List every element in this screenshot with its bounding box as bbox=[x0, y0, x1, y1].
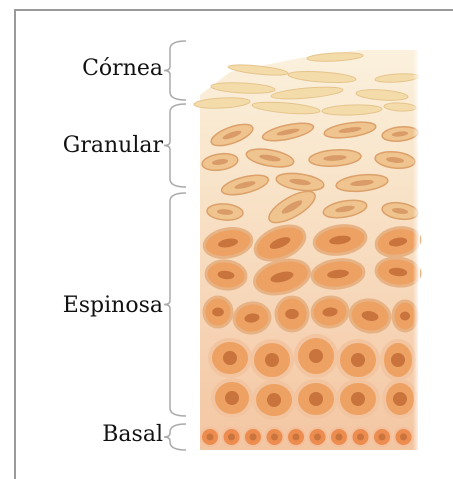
basal-nucleus bbox=[250, 434, 257, 441]
bracket-granular bbox=[164, 104, 186, 187]
right-fade bbox=[380, 40, 420, 460]
espinosa-round-nucleus bbox=[223, 351, 237, 365]
label-granular: Granular bbox=[63, 133, 163, 158]
label-espinosa: Espinosa bbox=[63, 293, 163, 318]
basal-nucleus bbox=[271, 434, 278, 441]
espinosa-round-nucleus bbox=[351, 392, 365, 406]
espinosa-nucleus bbox=[212, 308, 224, 317]
basal-nucleus bbox=[357, 434, 364, 441]
basal-nucleus bbox=[207, 434, 214, 441]
label-basal: Basal bbox=[102, 422, 163, 447]
espinosa-round-nucleus bbox=[225, 391, 239, 405]
bracket-cornea bbox=[164, 41, 186, 100]
espinosa-nucleus bbox=[285, 309, 298, 319]
espinosa-round-nucleus bbox=[267, 393, 281, 407]
basal-nucleus bbox=[293, 434, 300, 441]
espinosa-round-nucleus bbox=[351, 353, 365, 367]
espinosa-round-nucleus bbox=[309, 349, 323, 363]
bracket-basal bbox=[164, 424, 186, 450]
basal-nucleus bbox=[314, 434, 321, 441]
basal-nucleus bbox=[336, 434, 343, 441]
espinosa-round-nucleus bbox=[309, 392, 323, 406]
label-cornea: Córnea bbox=[82, 56, 163, 81]
basal-nucleus bbox=[228, 434, 235, 441]
layer-brackets bbox=[164, 41, 186, 450]
espinosa-round-nucleus bbox=[265, 353, 279, 367]
bracket-espinosa bbox=[164, 193, 186, 416]
